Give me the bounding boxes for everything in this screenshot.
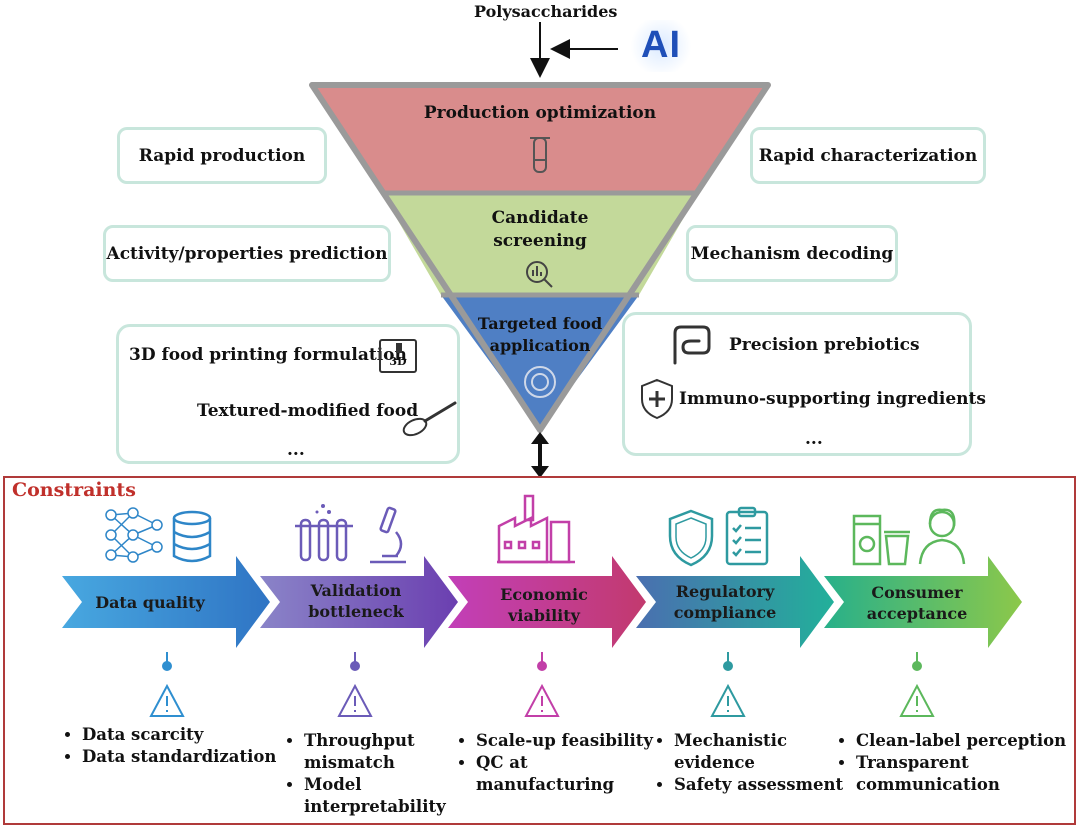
stage-label-data-quality: Data quality	[95, 593, 205, 612]
mechanism-decoding-box: Mechanism decoding	[686, 225, 898, 282]
constraints-frame	[3, 476, 1076, 825]
spoon-icon	[402, 401, 457, 437]
list-item: Clean-label perception	[856, 730, 1080, 752]
test-tube-icon	[530, 137, 550, 173]
health-applications-box: Precision prebiotics Immuno-supporting i…	[622, 312, 986, 456]
shield-plus-icon	[641, 378, 673, 420]
list-item: Data standardization	[82, 746, 302, 768]
list-item: Data scarcity	[82, 724, 302, 746]
list-item: Model interpretability	[304, 774, 446, 818]
neural-network-icon	[105, 507, 163, 563]
bullets-regulatory: Mechanistic evidence Safety assessment	[652, 730, 854, 796]
arrow-data-quality	[62, 556, 270, 648]
warning-connectors	[149, 652, 935, 717]
list-item: Mechanistic evidence	[674, 730, 794, 774]
constraints-title: Constraints	[12, 479, 136, 501]
funnel-level-application	[441, 295, 639, 430]
list-item: QC at manufacturing	[476, 752, 616, 796]
funnel-level-screening	[382, 193, 698, 295]
intestine-icon	[673, 325, 711, 365]
rapid-characterization-box: Rapid characterization	[750, 127, 986, 184]
food-applications-box: 3D food printing formulation 3D Textured…	[116, 324, 460, 464]
list-item: Scale-up feasibility	[476, 730, 676, 752]
input-arrows	[530, 22, 618, 78]
bullets-data-quality: Data scarcity Data standardization	[60, 724, 302, 768]
funnel-label-application: Targeted food application	[477, 314, 603, 355]
arrow-regulatory	[636, 556, 834, 648]
ai-logo: AI	[630, 20, 692, 72]
activity-prediction-box: Activity/properties prediction	[103, 225, 391, 282]
arrow-consumer	[824, 556, 1022, 648]
stage-label-consumer: Consumer acceptance	[866, 583, 968, 623]
polysaccharides-label: Polysaccharides	[474, 2, 618, 21]
checklist-icon	[725, 506, 769, 566]
list-item: Transparent communication	[856, 752, 1006, 796]
dish-icon	[524, 366, 556, 398]
stage-label-economic: Economic viability	[500, 585, 588, 625]
rapid-production-box: Rapid production	[117, 127, 327, 184]
3d-printer-icon: 3D	[379, 339, 417, 373]
regulation-shield-icon	[668, 509, 714, 567]
warning-icon	[149, 683, 935, 717]
list-item: Throughput mismatch	[304, 730, 444, 774]
arrow-economic	[448, 556, 646, 648]
funnel	[309, 82, 771, 433]
bullets-consumer: Clean-label perception Transparent commu…	[834, 730, 1080, 796]
food-package-icon	[852, 514, 910, 566]
bullets-validation: Throughput mismatch Model interpretabili…	[282, 730, 446, 818]
double-arrow	[531, 432, 549, 478]
funnel-label-production: Production optimization	[423, 103, 657, 123]
stage-label-validation: Validation bottleneck	[308, 581, 404, 621]
constraints-arrows	[62, 556, 1022, 648]
microscope-icon	[370, 506, 406, 564]
magnifier-chart-icon	[526, 261, 553, 288]
list-item: Safety assessment	[674, 774, 854, 796]
consumer-icon	[918, 508, 966, 565]
test-tubes-icon	[295, 504, 353, 562]
factory-icon	[497, 494, 575, 564]
funnel-label-screening: Candidate screening	[491, 208, 589, 251]
arrow-validation	[260, 556, 458, 648]
database-icon	[172, 510, 212, 563]
stage-label-regulatory: Regulatory compliance	[673, 582, 777, 622]
ai-logo-text: AI	[641, 24, 681, 66]
bullets-economic: Scale-up feasibility QC at manufacturing	[454, 730, 676, 796]
